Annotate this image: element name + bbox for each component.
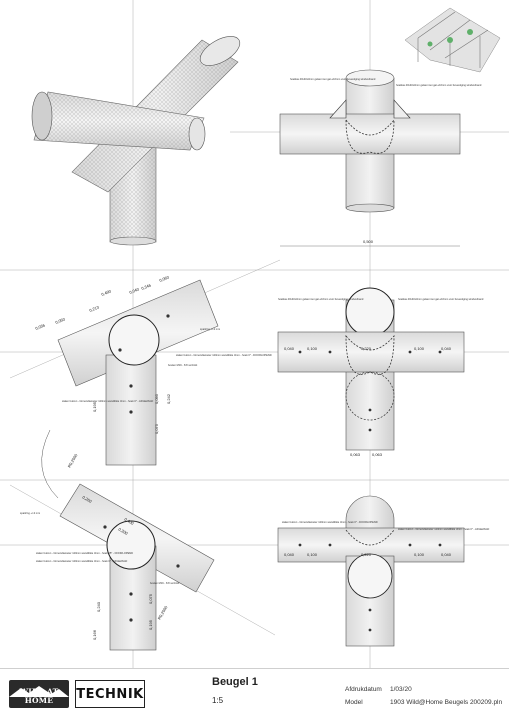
- dim-low-vert-1: 0,240: [96, 601, 101, 612]
- dim-low-vert-4: 0,195: [148, 619, 153, 630]
- technical-drawing: 0,500 hoeklas 40x40x3mm gelast met gat ⌀…: [0, 0, 509, 668]
- dim-mid-diag-4: 0,490: [101, 288, 113, 297]
- meta-key-date: Afdrukdatum: [345, 686, 382, 693]
- dim-mid-b-1: 0,063: [350, 452, 361, 457]
- title-block: [0, 668, 509, 721]
- note-mid-bolt: bouten M16 - 8.8 verzinkt: [168, 363, 198, 367]
- dim-mid-diag-3: 0,213: [89, 304, 101, 313]
- dim-low-vert-3: 0,075: [148, 593, 153, 604]
- note-low-tube-1: stalen buizen - binnendiameter 120mm wan…: [36, 551, 133, 555]
- front-view-mid: 0,040 0,100 0,220 0,100 0,040 0,063 0,06…: [277, 287, 484, 457]
- drawing-title: Beugel 1: [212, 676, 258, 688]
- meta-value-model: 1903 Wild@Home Beugels 200209.pln: [390, 699, 503, 706]
- wild-at-home-logo: WILD AT HOME: [9, 680, 69, 708]
- front-view-low: 0,040 0,100 0,220 0,100 0,040 stalen bui…: [277, 495, 489, 647]
- dim-mid-diag-5: 0,040: [129, 286, 141, 295]
- note-low-tube-2: stalen buizen - binnendiameter 120mm wan…: [36, 559, 127, 563]
- technik-logo: TECHNIK: [75, 680, 145, 708]
- note-mid-plate-left: hoeklas 40x40x3mm gelast met gat ⌀16mm v…: [278, 297, 364, 301]
- dim-mid-vert-1: 0,195: [92, 401, 97, 412]
- meta-key-model: Model: [345, 699, 363, 706]
- note-plate-right: hoeklas 40x40x3mm gelast met gat ⌀16mm v…: [396, 83, 482, 87]
- context-thumbnail: [404, 7, 501, 73]
- iso-view: [31, 36, 241, 246]
- note-mid-spacing: spatiring +/-3 mm: [200, 327, 220, 331]
- dim-low-h-3: 0,220: [361, 552, 372, 557]
- dim-mid-h-5: 0,040: [441, 346, 452, 351]
- drawing-scale: 1:5: [212, 696, 224, 705]
- dim-low-h-2: 0,100: [307, 552, 318, 557]
- dim-low-diag-1: 0,260: [82, 495, 94, 505]
- brand-logo-text: WILD AT HOME: [19, 687, 59, 705]
- dim-low-diag-2: 0,400: [124, 517, 136, 527]
- dim-low-h-4: 0,100: [414, 552, 425, 557]
- dim-mid-vert-3: 0,075: [154, 423, 159, 434]
- note-mid-tube-1: stalen buizen - binnendiameter 120mm wan…: [176, 353, 272, 357]
- dim-low-h-1: 0,040: [284, 552, 295, 557]
- note-mid-tube-2: stalen buizen - binnendiameter 120mm wan…: [62, 399, 153, 403]
- front-view-top: 0,500 hoeklas 40x40x3mm gelast met gat ⌀…: [279, 69, 482, 247]
- dim-mid-diag-6: 0,346: [141, 282, 153, 291]
- dim-mid-b-2: 0,063: [372, 452, 383, 457]
- dim-mid-diag-7: 0,060: [159, 274, 171, 283]
- dim-mid-h-1: 0,040: [284, 346, 295, 351]
- dim-low-diag-3: 0,300: [118, 527, 130, 537]
- mountain-icon: [9, 686, 69, 697]
- dim-mid-diag-1: 0,036: [35, 322, 47, 331]
- dim-mid-diag-2: 0,050: [55, 316, 67, 325]
- technik-logo-text: TECHNIK: [76, 686, 144, 702]
- dim-mid-h-2: 0,100: [307, 346, 318, 351]
- note-low-spacing: spatiring +/-3 mm: [20, 511, 40, 515]
- note-mid-plate-right: hoeklas 40x40x3mm gelast met gat ⌀16mm v…: [398, 297, 484, 301]
- dim-low-vert-2: 0,166: [92, 629, 97, 640]
- side-view-mid: 0,036 0,050 0,213 0,490 0,040 0,346 0,06…: [35, 274, 272, 499]
- dim-top-width: 0,500: [363, 239, 374, 244]
- dim-low-radius: R0,2000: [157, 604, 169, 620]
- dim-mid-radius: R0,2000: [67, 452, 79, 468]
- dim-mid-vert-4: 0,242: [166, 393, 171, 404]
- dim-mid-h-4: 0,100: [414, 346, 425, 351]
- dim-mid-h-3: 0,220: [361, 346, 372, 351]
- note-low-right-2: stalen buizen - binnendiameter 120mm wan…: [398, 527, 489, 531]
- meta-value-date: 1/03/20: [390, 686, 412, 693]
- dim-mid-vert-2: 0,095: [154, 393, 159, 404]
- note-low-bolt: bouten M16 - 8.8 verzinkt: [150, 581, 180, 585]
- side-view-low: 0,260 0,400 0,300 0,240 0,166 0,075 0,19…: [20, 483, 215, 651]
- note-plate-left: hoeklas 40x40x3mm gelast met gat ⌀16mm v…: [290, 77, 376, 81]
- note-low-right-1: stalen buizen - binnendiameter 120mm wan…: [282, 520, 378, 524]
- dim-low-h-5: 0,040: [441, 552, 452, 557]
